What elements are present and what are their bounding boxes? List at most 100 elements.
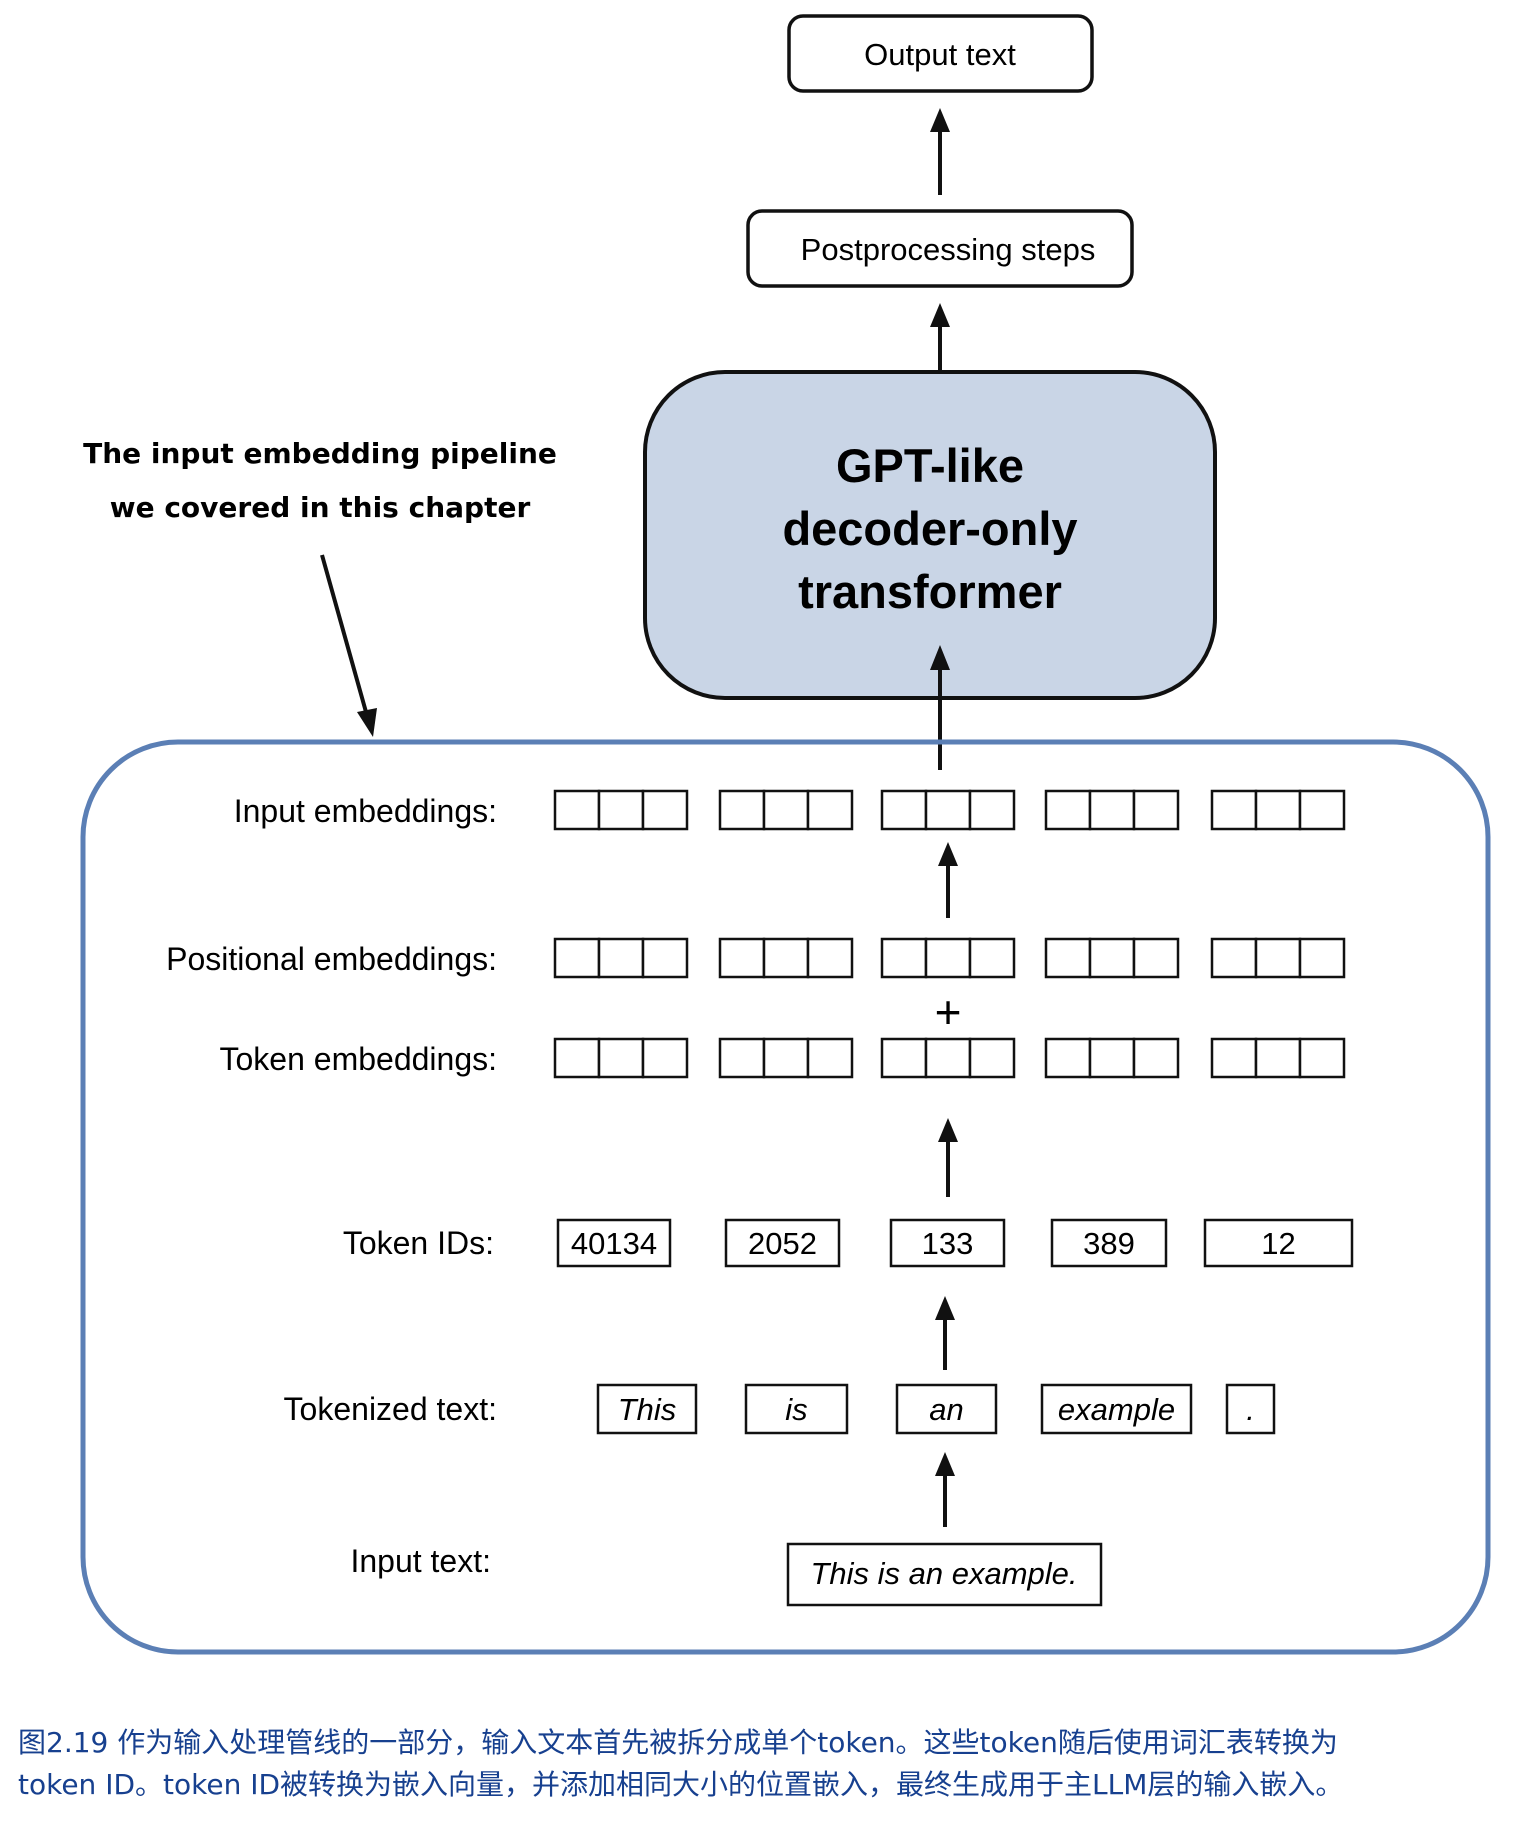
token-id-value: 12 — [1261, 1226, 1295, 1261]
positional-embedding-cell — [806, 937, 854, 979]
plus-sign: + — [935, 986, 962, 1038]
token-embedding-cell — [641, 1037, 689, 1079]
token-embedding-cell — [1210, 1037, 1258, 1079]
token-embedding-cell — [597, 1037, 645, 1079]
token-embedding-cell — [1044, 1037, 1092, 1079]
token-embedding-cell — [718, 1037, 766, 1079]
figure-caption: 图2.19 作为输入处理管线的一部分，输入文本首先被拆分成单个token。这些t… — [18, 1722, 1498, 1806]
embedding-pipeline-container — [80, 739, 1491, 1655]
label-input-embeddings: Input embeddings: — [234, 793, 497, 829]
input-embedding-cell — [1298, 789, 1346, 831]
positional-embedding-cell — [1088, 937, 1136, 979]
token-box: . — [1225, 1383, 1276, 1435]
output-text-label: Output text — [864, 37, 1016, 72]
input-embedding-vector-5 — [1210, 789, 1346, 831]
token-embedding-cell — [1088, 1037, 1136, 1079]
token-text: is — [785, 1392, 807, 1427]
input-embedding-cell — [762, 789, 810, 831]
token-ids-row: 40134 2052 133 389 12 — [556, 1218, 1354, 1268]
positional-embedding-cell — [1132, 937, 1180, 979]
caption-line-2: token ID。token ID被转换为嵌入向量，并添加相同大小的位置嵌入，最… — [18, 1768, 1344, 1801]
label-positional-embeddings: Positional embeddings: — [166, 941, 497, 977]
token-id-value: 40134 — [571, 1226, 657, 1261]
token-id-value: 389 — [1083, 1226, 1135, 1261]
input-embedding-cell — [1254, 789, 1302, 831]
positional-embeddings-row — [553, 937, 1346, 979]
transformer-node: GPT-like decoder-only transformer — [643, 370, 1217, 700]
input-embedding-vector-3 — [880, 789, 1016, 831]
postprocessing-steps-node: Postprocessing steps — [746, 209, 1134, 288]
token-embedding-vector-4 — [1044, 1037, 1180, 1079]
input-embedding-cell — [968, 789, 1016, 831]
label-tokenized-text: Tokenized text: — [284, 1391, 497, 1427]
caption-line-1: 图2.19 作为输入处理管线的一部分，输入文本首先被拆分成单个token。这些t… — [18, 1726, 1338, 1759]
arrow-sum-to-input-embeddings — [938, 842, 958, 918]
arrow-tokenized-to-token-ids — [935, 1296, 955, 1370]
input-text-node: This is an example. — [786, 1542, 1103, 1607]
positional-embedding-vector-1 — [553, 937, 689, 979]
positional-embedding-cell — [1298, 937, 1346, 979]
positional-embedding-cell — [762, 937, 810, 979]
positional-embedding-vector-2 — [718, 937, 854, 979]
output-text-node: Output text — [787, 14, 1094, 93]
token-embedding-cell — [924, 1037, 972, 1079]
annotation-line-1: The input embedding pipeline — [83, 437, 557, 470]
input-text-value: This is an example. — [810, 1556, 1077, 1591]
input-embedding-cell — [880, 789, 928, 831]
annotation-arrow — [320, 554, 368, 713]
arrow-input-text-to-tokenized — [935, 1452, 955, 1527]
token-embeddings-row — [553, 1037, 1346, 1079]
positional-embedding-cell — [641, 937, 689, 979]
token-embedding-cell — [762, 1037, 810, 1079]
positional-embedding-cell — [1210, 937, 1258, 979]
positional-embedding-vector-3 — [880, 937, 1016, 979]
token-embedding-cell — [880, 1037, 928, 1079]
label-token-ids: Token IDs: — [343, 1225, 494, 1261]
token-embedding-vector-1 — [553, 1037, 689, 1079]
token-id-box: 389 — [1050, 1218, 1168, 1268]
positional-embedding-vector-5 — [1210, 937, 1346, 979]
token-id-value: 2052 — [748, 1226, 817, 1261]
arrow-embeddings-to-transformer — [930, 645, 950, 770]
token-text: This — [618, 1392, 677, 1427]
token-text: an — [929, 1392, 963, 1427]
transformer-title-line-3: transformer — [798, 565, 1062, 618]
input-embedding-cell — [1044, 789, 1092, 831]
token-box: is — [744, 1383, 849, 1435]
input-embeddings-row — [553, 789, 1346, 831]
token-id-box: 133 — [889, 1218, 1006, 1268]
postprocessing-steps-label: Postprocessing steps — [801, 232, 1096, 267]
token-text: example — [1058, 1392, 1175, 1427]
token-box: an — [895, 1383, 998, 1435]
label-token-embeddings: Token embeddings: — [219, 1041, 497, 1077]
input-embedding-cell — [597, 789, 645, 831]
input-embedding-cell — [1088, 789, 1136, 831]
positional-embedding-cell — [597, 937, 645, 979]
token-box: This — [596, 1383, 698, 1435]
positional-embedding-cell — [718, 937, 766, 979]
token-box: example — [1040, 1383, 1193, 1435]
positional-embedding-cell — [968, 937, 1016, 979]
token-id-box: 40134 — [556, 1218, 672, 1268]
annotation-arrowhead — [357, 708, 377, 737]
token-embedding-cell — [553, 1037, 601, 1079]
input-embedding-cell — [924, 789, 972, 831]
token-embedding-cell — [968, 1037, 1016, 1079]
transformer-title-line-1: GPT-like — [836, 439, 1024, 492]
arrow-postprocessing-to-output — [930, 108, 950, 195]
token-embedding-cell — [1254, 1037, 1302, 1079]
positional-embedding-cell — [880, 937, 928, 979]
token-id-value: 133 — [922, 1226, 974, 1261]
input-embedding-cell — [718, 789, 766, 831]
token-embedding-vector-5 — [1210, 1037, 1346, 1079]
positional-embedding-cell — [924, 937, 972, 979]
token-embedding-vector-2 — [718, 1037, 854, 1079]
input-embedding-cell — [1132, 789, 1180, 831]
input-embedding-cell — [1210, 789, 1258, 831]
tokenized-text-row: This is an example. — [596, 1383, 1276, 1435]
label-input-text: Input text: — [350, 1543, 491, 1579]
input-embedding-cell — [641, 789, 689, 831]
token-embedding-cell — [1132, 1037, 1180, 1079]
positional-embedding-cell — [1044, 937, 1092, 979]
